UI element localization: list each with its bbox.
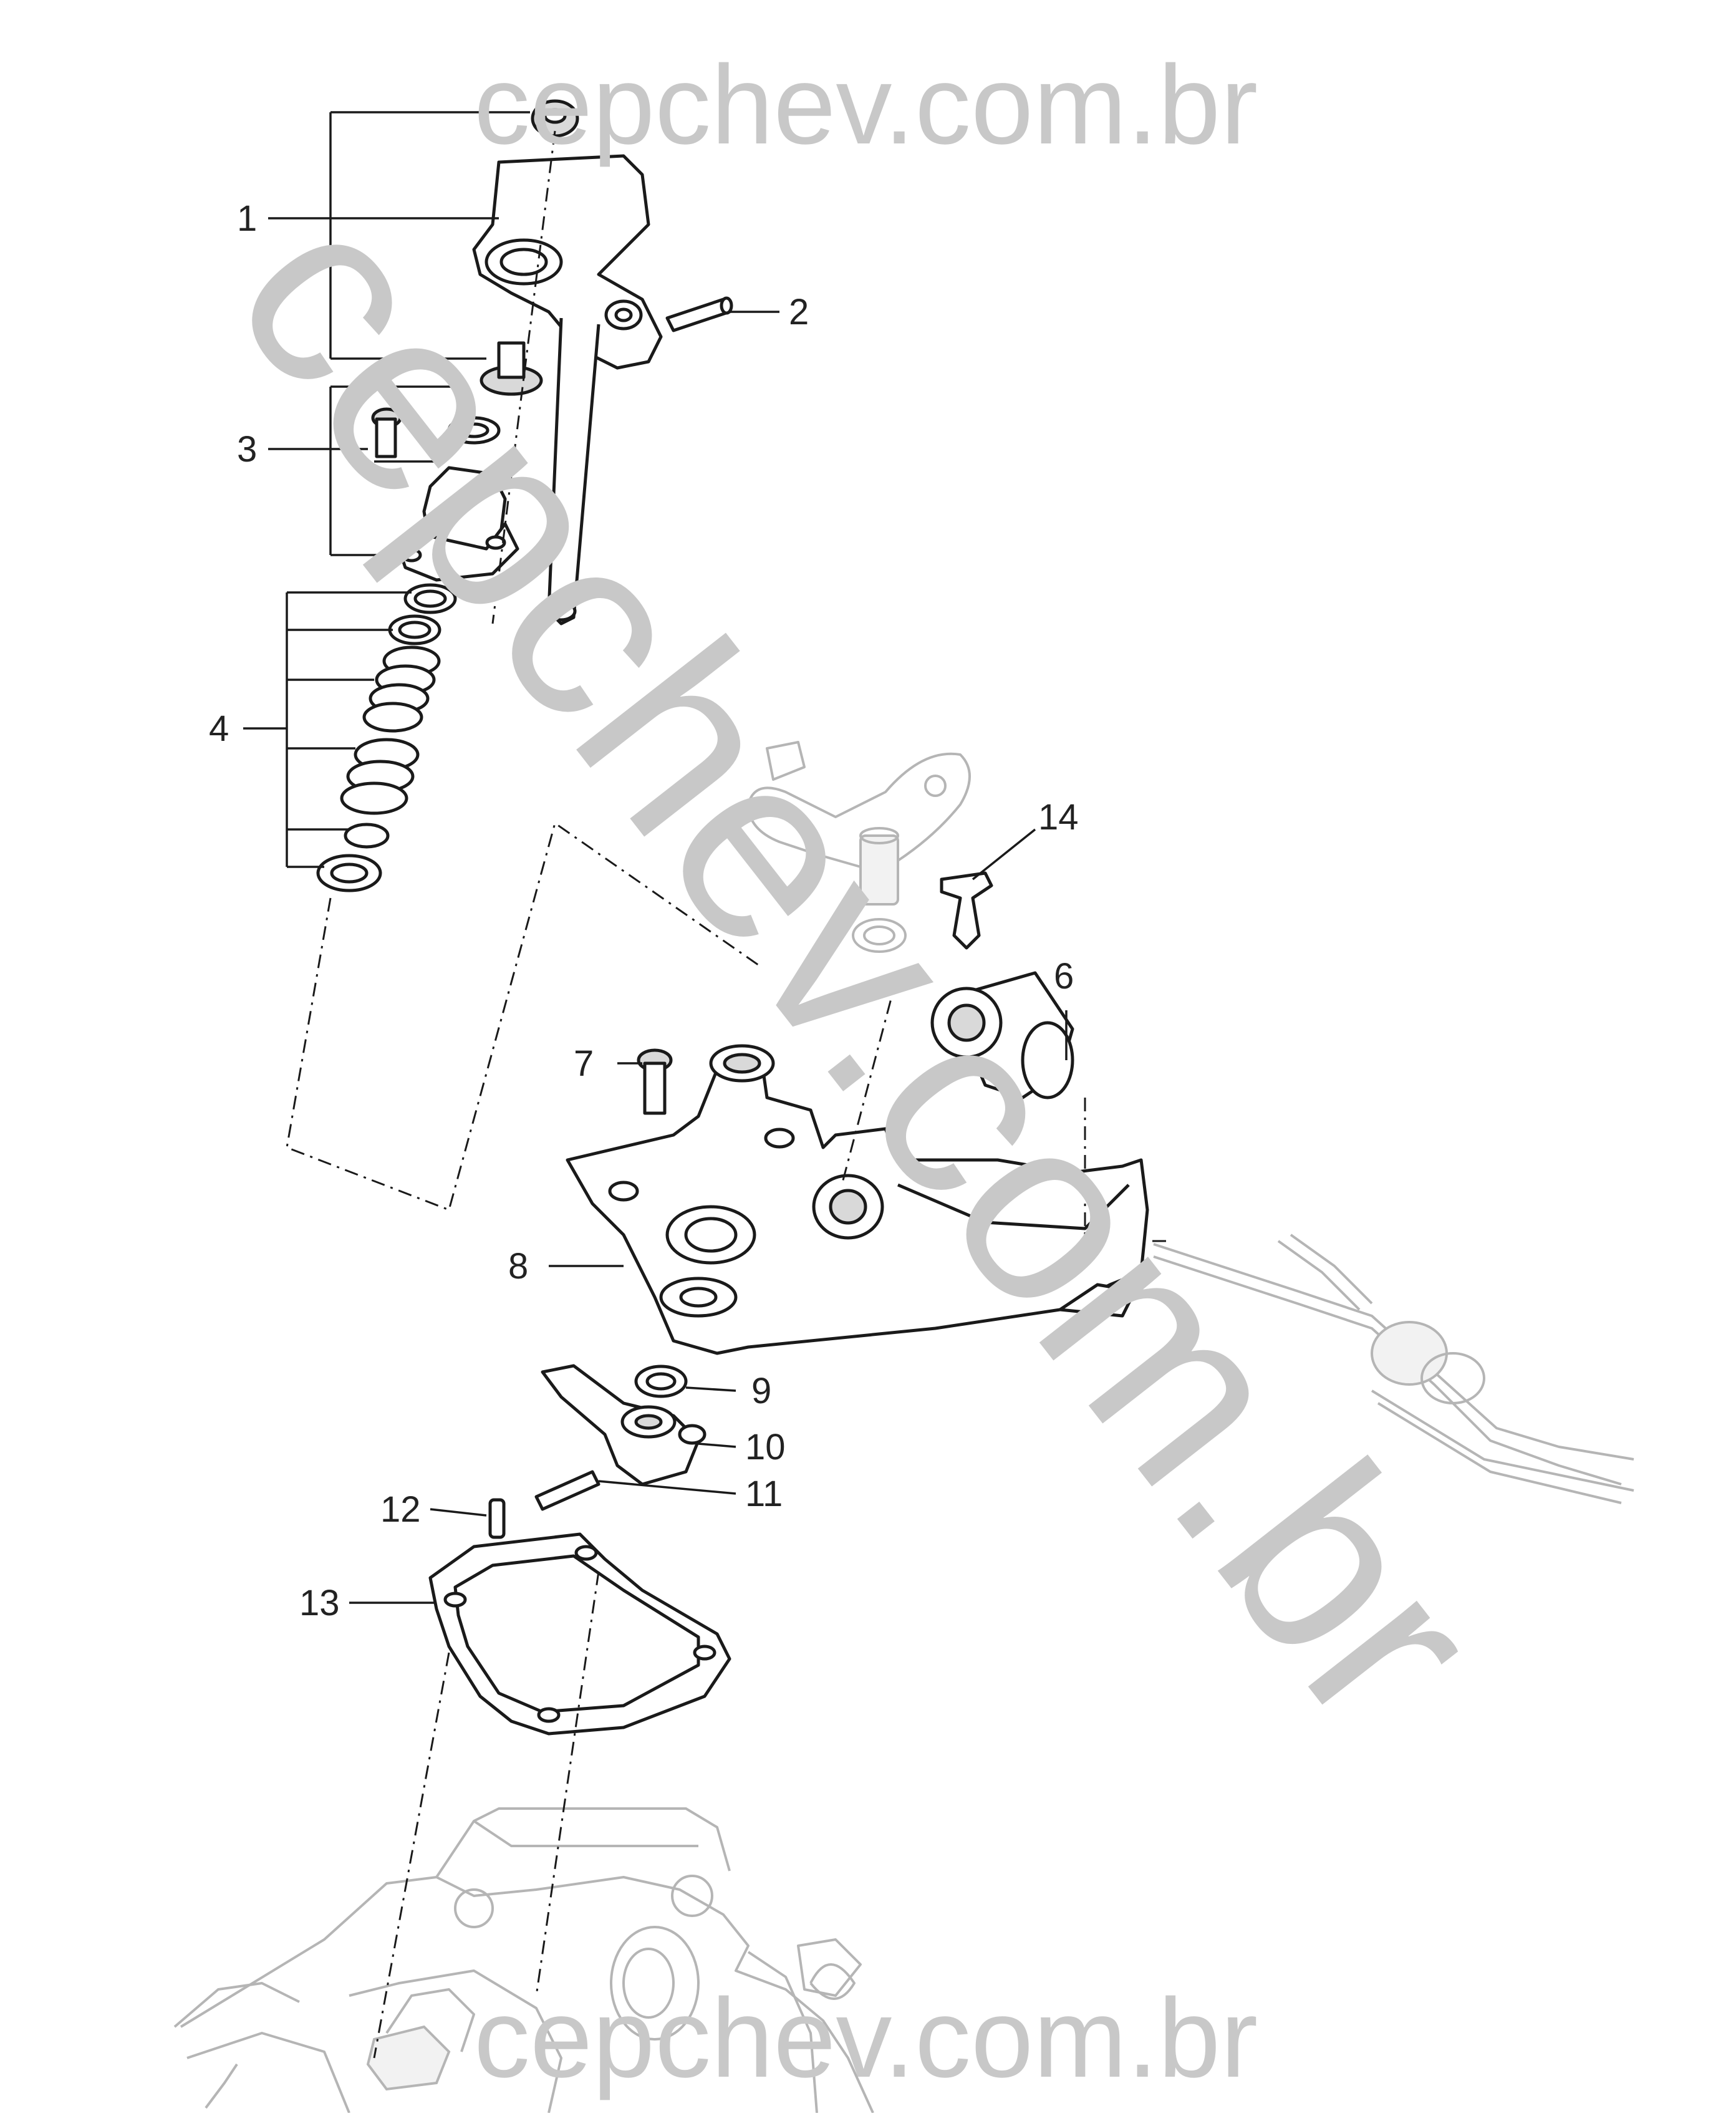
part-bolt-3 — [371, 407, 519, 582]
callout-14: 14 — [1038, 797, 1079, 838]
callout-labels: 1 2 3 4 6 7 8 9 10 11 12 13 14 — [209, 198, 1079, 1623]
part-roll-pin-11 — [534, 1470, 600, 1511]
assembly-dash-lines — [286, 130, 1166, 2059]
watermark-top: cepchev.com.br — [474, 42, 1258, 168]
watermark-diagonal: cepchev.com.br — [180, 154, 1537, 1776]
ghost-shift-cable — [1153, 1234, 1634, 1504]
callout-8: 8 — [508, 1246, 528, 1287]
callout-10: 10 — [745, 1427, 786, 1467]
callout-4: 4 — [209, 708, 229, 749]
part-shift-bracket — [566, 1044, 1149, 1355]
callout-12: 12 — [380, 1489, 421, 1530]
callout-7: 7 — [574, 1043, 594, 1084]
callout-13: 13 — [299, 1583, 340, 1623]
callout-11: 11 — [745, 1474, 783, 1514]
part-shift-lever-housing — [472, 99, 663, 626]
ghost-upper-lever — [747, 741, 971, 953]
part-bolt-7 — [637, 1048, 673, 1115]
callout-2: 2 — [789, 292, 809, 332]
part-clip-14 — [940, 871, 993, 950]
leader-lines — [243, 111, 1068, 1604]
callout-9: 9 — [751, 1371, 771, 1411]
ghost-transmission-housing — [173, 1807, 874, 2114]
part-selector-lever-10 — [541, 1364, 706, 1486]
watermark: cepchev.com.br cepchev.com.br cepchev.co… — [180, 42, 1537, 2101]
part-pin — [665, 296, 733, 332]
part-gasket-13 — [428, 1532, 731, 1736]
part-spring-ring-set — [316, 583, 457, 892]
part-bushing-6 — [930, 971, 1074, 1099]
watermark-bottom: cepchev.com.br — [474, 1976, 1258, 2101]
part-washer-9 — [634, 1365, 688, 1398]
callout-3: 3 — [237, 429, 257, 470]
callout-1: 1 — [237, 198, 257, 239]
callout-6: 6 — [1054, 956, 1074, 997]
